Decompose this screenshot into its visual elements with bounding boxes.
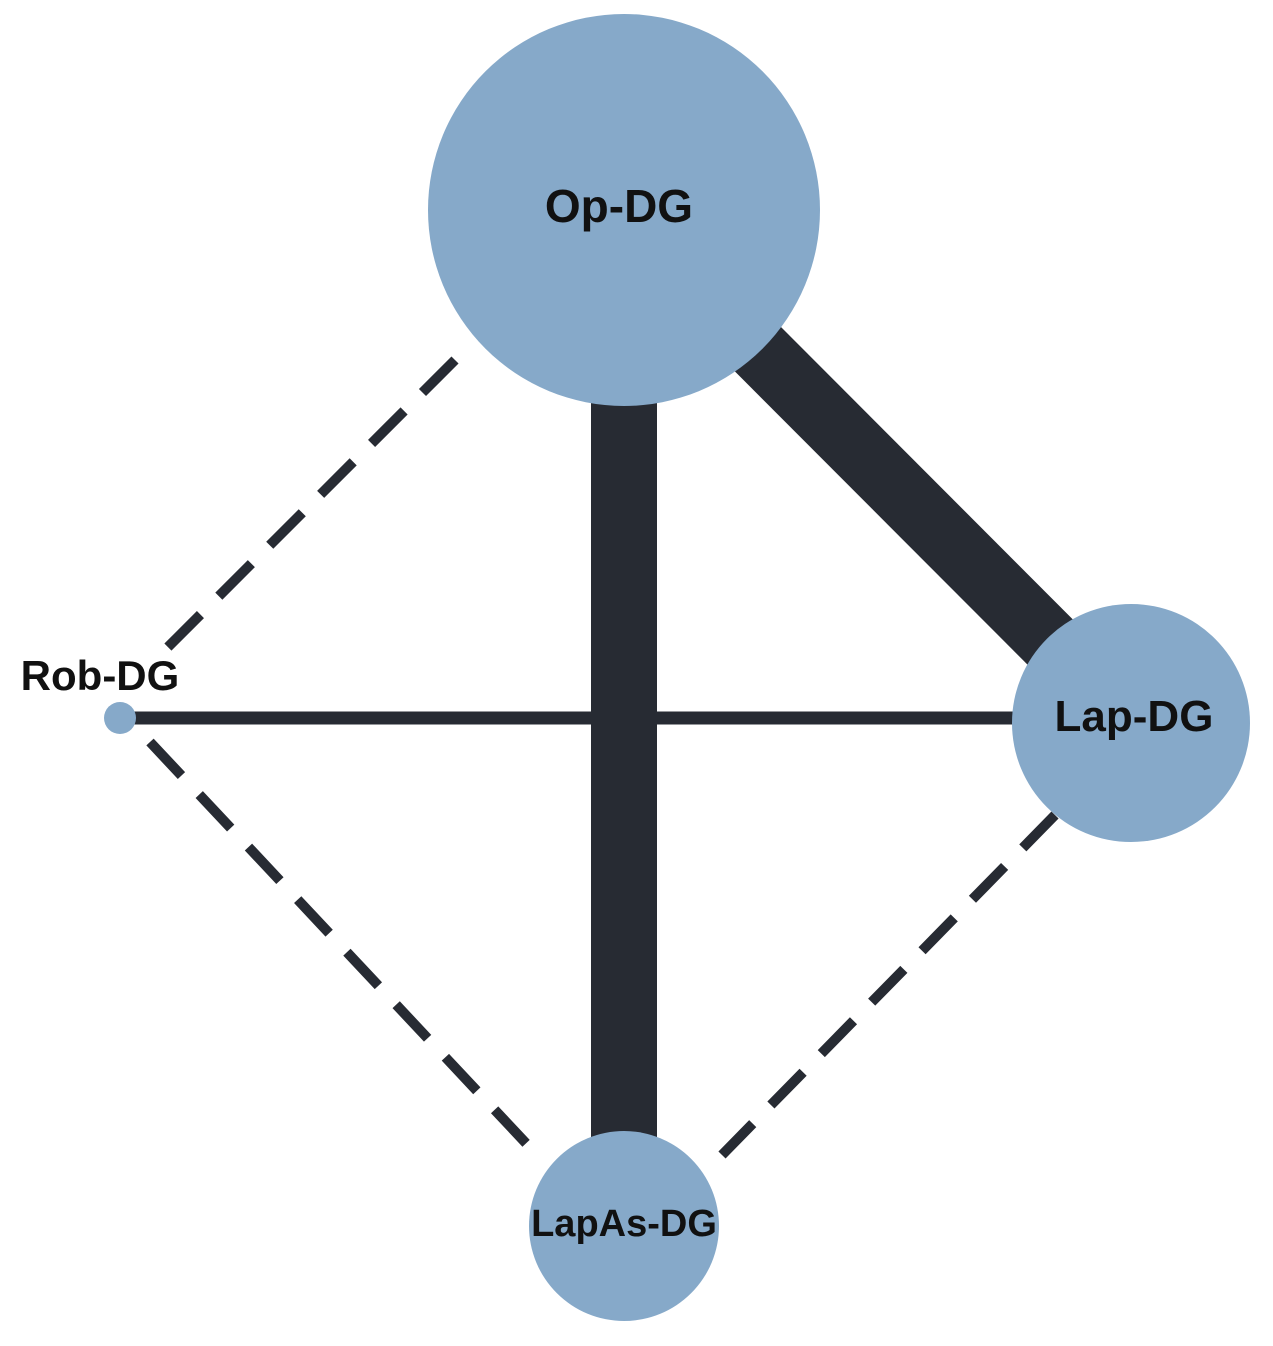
nodes (104, 14, 1250, 1321)
node-op (428, 14, 820, 406)
label-rob: Rob-DG (21, 652, 180, 699)
labels: Op-DG Lap-DG LapAs-DG Rob-DG (21, 180, 1214, 1245)
node-rob (104, 702, 136, 734)
node-lap (1012, 604, 1250, 842)
label-lap: Lap-DG (1055, 692, 1214, 741)
node-lapas (529, 1131, 719, 1321)
label-op: Op-DG (545, 180, 693, 232)
edge-lap-lapas (718, 811, 1059, 1159)
edge-rob-lapas (146, 738, 541, 1159)
edge-op-rob (146, 356, 459, 669)
label-lapas: LapAs-DG (531, 1203, 717, 1245)
